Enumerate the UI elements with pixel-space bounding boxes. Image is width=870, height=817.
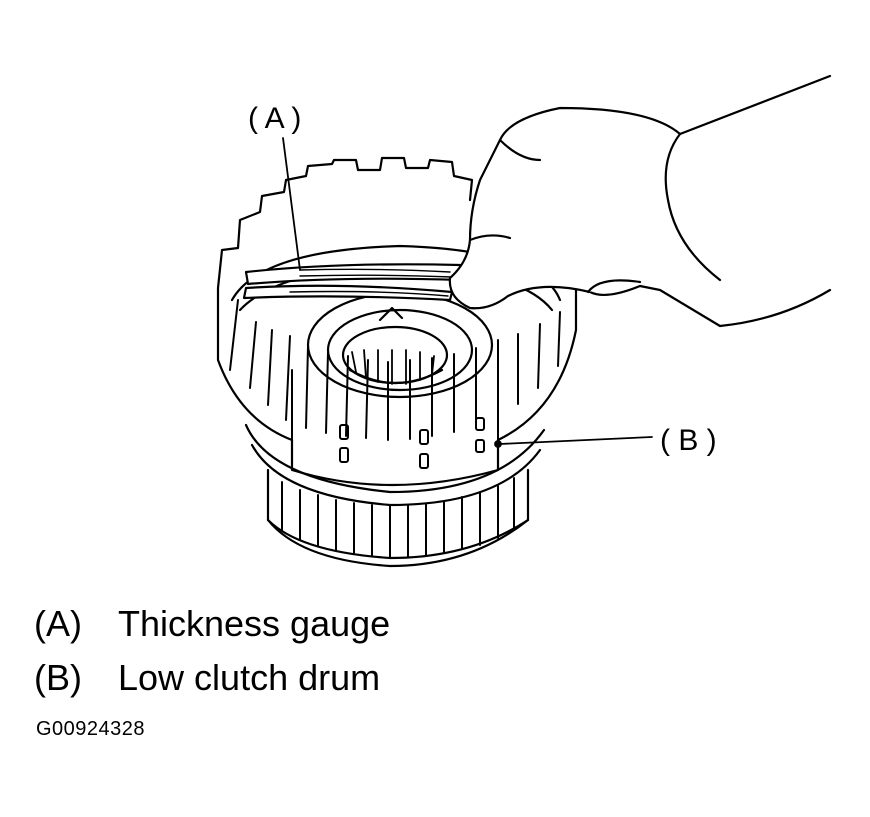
leader-b-dot xyxy=(494,440,502,448)
leader-b xyxy=(499,436,653,445)
clutch-drum-illustration: ( A ) ( B ) xyxy=(216,74,832,568)
drum-hub xyxy=(306,291,494,399)
hand-illustration xyxy=(448,74,832,328)
legend-text-a: Thickness gauge xyxy=(118,603,391,644)
thickness-gauge-blade xyxy=(242,263,464,302)
leader-a xyxy=(282,137,301,271)
callout-label-a: ( A ) xyxy=(248,102,301,135)
legend-text-b: Low clutch drum xyxy=(118,657,381,698)
lower-spline-ring xyxy=(266,468,530,568)
legend-key-a: (A) xyxy=(34,603,82,644)
legend-key-b: (B) xyxy=(34,657,82,698)
figure-id: G00924328 xyxy=(36,718,146,740)
callout-leaders xyxy=(282,137,653,448)
callout-label-b: ( B ) xyxy=(660,424,717,457)
low-clutch-drum-band xyxy=(244,423,546,507)
